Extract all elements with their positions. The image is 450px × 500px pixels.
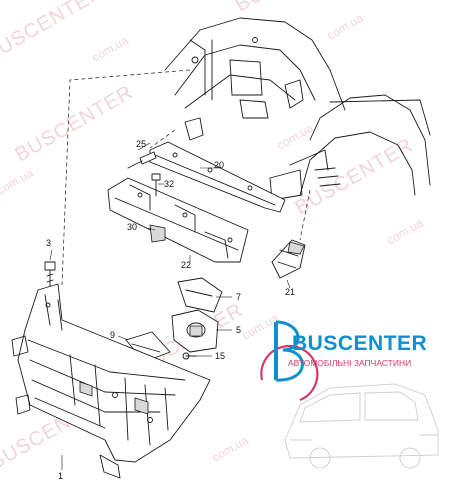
callout-15: 15 [215,351,225,361]
callout-3: 3 [46,238,51,248]
watermark-text: BUSCENTER [232,0,358,16]
callout-32: 32 [164,179,174,189]
callout-21: 21 [285,287,295,297]
dashed-guides [61,69,311,286]
leader-lines [49,142,291,470]
callout-22: 22 [181,260,191,270]
callout-1: 1 [58,471,63,481]
watermark-site: com.ua [0,166,36,198]
body-wheelhouse-drawing [164,17,431,201]
callout-7: 7 [236,292,241,302]
bolt-3 [44,261,56,291]
part-21-bracket [271,239,306,279]
part-1-front-carrier [11,283,211,479]
watermark-site: com.ua [325,11,366,43]
watermark-site: com.ua [275,121,316,153]
callout-20: 20 [214,160,224,170]
part-7-air-guide [177,277,223,313]
callout-5: 5 [236,325,241,335]
logo-tagline: АВТОМОБІЛЬНІ ЗАПЧАСТИНИ [288,358,411,368]
watermark-site: com.ua [210,433,251,465]
callout-labels: 25 20 32 30 3 22 7 21 5 9 15 1 [46,139,295,481]
part-20-crossmember [149,141,286,213]
callout-25: 25 [136,139,146,149]
watermark-text: BUSCENTER [12,81,138,166]
part-22-reinforcement [107,177,249,263]
watermark-site: com.ua [385,216,426,248]
callout-30: 30 [127,222,137,232]
van-illustration [284,383,439,469]
bolt-32 [151,173,161,197]
bolt-25 [127,151,157,169]
logo-text: BUSCENTER [292,332,427,355]
bolt-15 [182,352,197,360]
part-5-bracket [171,309,219,353]
watermark-text: BUSCENTER [292,134,418,219]
watermark-site: com.ua [90,33,131,65]
buscenter-logo: BUSCENTER АВТОМОБІЛЬНІ ЗАПЧАСТИНИ [260,320,427,402]
callout-9: 9 [110,330,115,340]
